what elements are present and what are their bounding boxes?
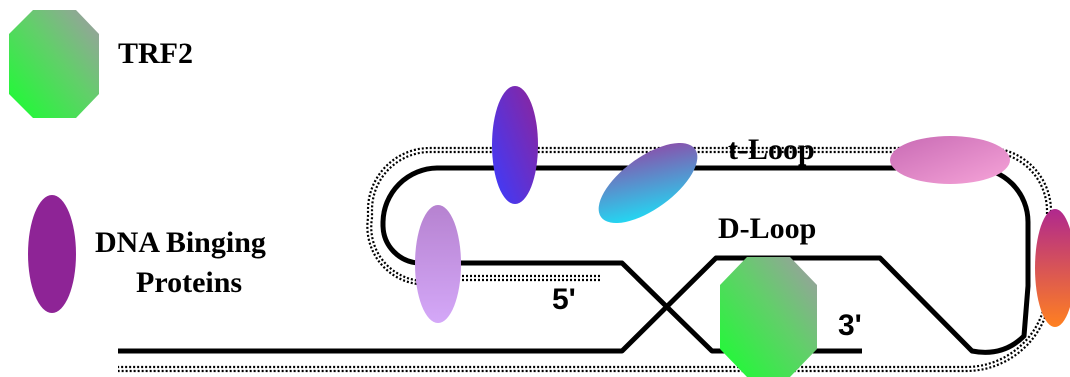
t-loop-label: t-Loop bbox=[728, 133, 815, 166]
dna-binding-protein-cyan bbox=[598, 142, 698, 224]
five-prime-end-label: 5' bbox=[552, 283, 576, 316]
dna-binding-legend-label-line1: DNA Binging bbox=[95, 226, 266, 259]
three-prime-end-label: 3' bbox=[838, 309, 862, 342]
trf2-protein bbox=[720, 257, 817, 377]
trf2-legend-label: TRF2 bbox=[118, 37, 193, 70]
trf2-legend-icon bbox=[9, 10, 99, 118]
dna-binding-protein-blue bbox=[492, 86, 538, 204]
dna-binding-protein-pink bbox=[890, 136, 1010, 184]
d-loop-label: D-Loop bbox=[718, 212, 817, 245]
dna-binding-protein-legend-icon bbox=[28, 195, 76, 313]
dna-binding-protein-lavender bbox=[415, 205, 461, 323]
main-strand bbox=[118, 165, 1031, 355]
dna-binding-protein-orange bbox=[1035, 209, 1070, 327]
dna-binding-legend-label-line2: Proteins bbox=[136, 266, 243, 299]
